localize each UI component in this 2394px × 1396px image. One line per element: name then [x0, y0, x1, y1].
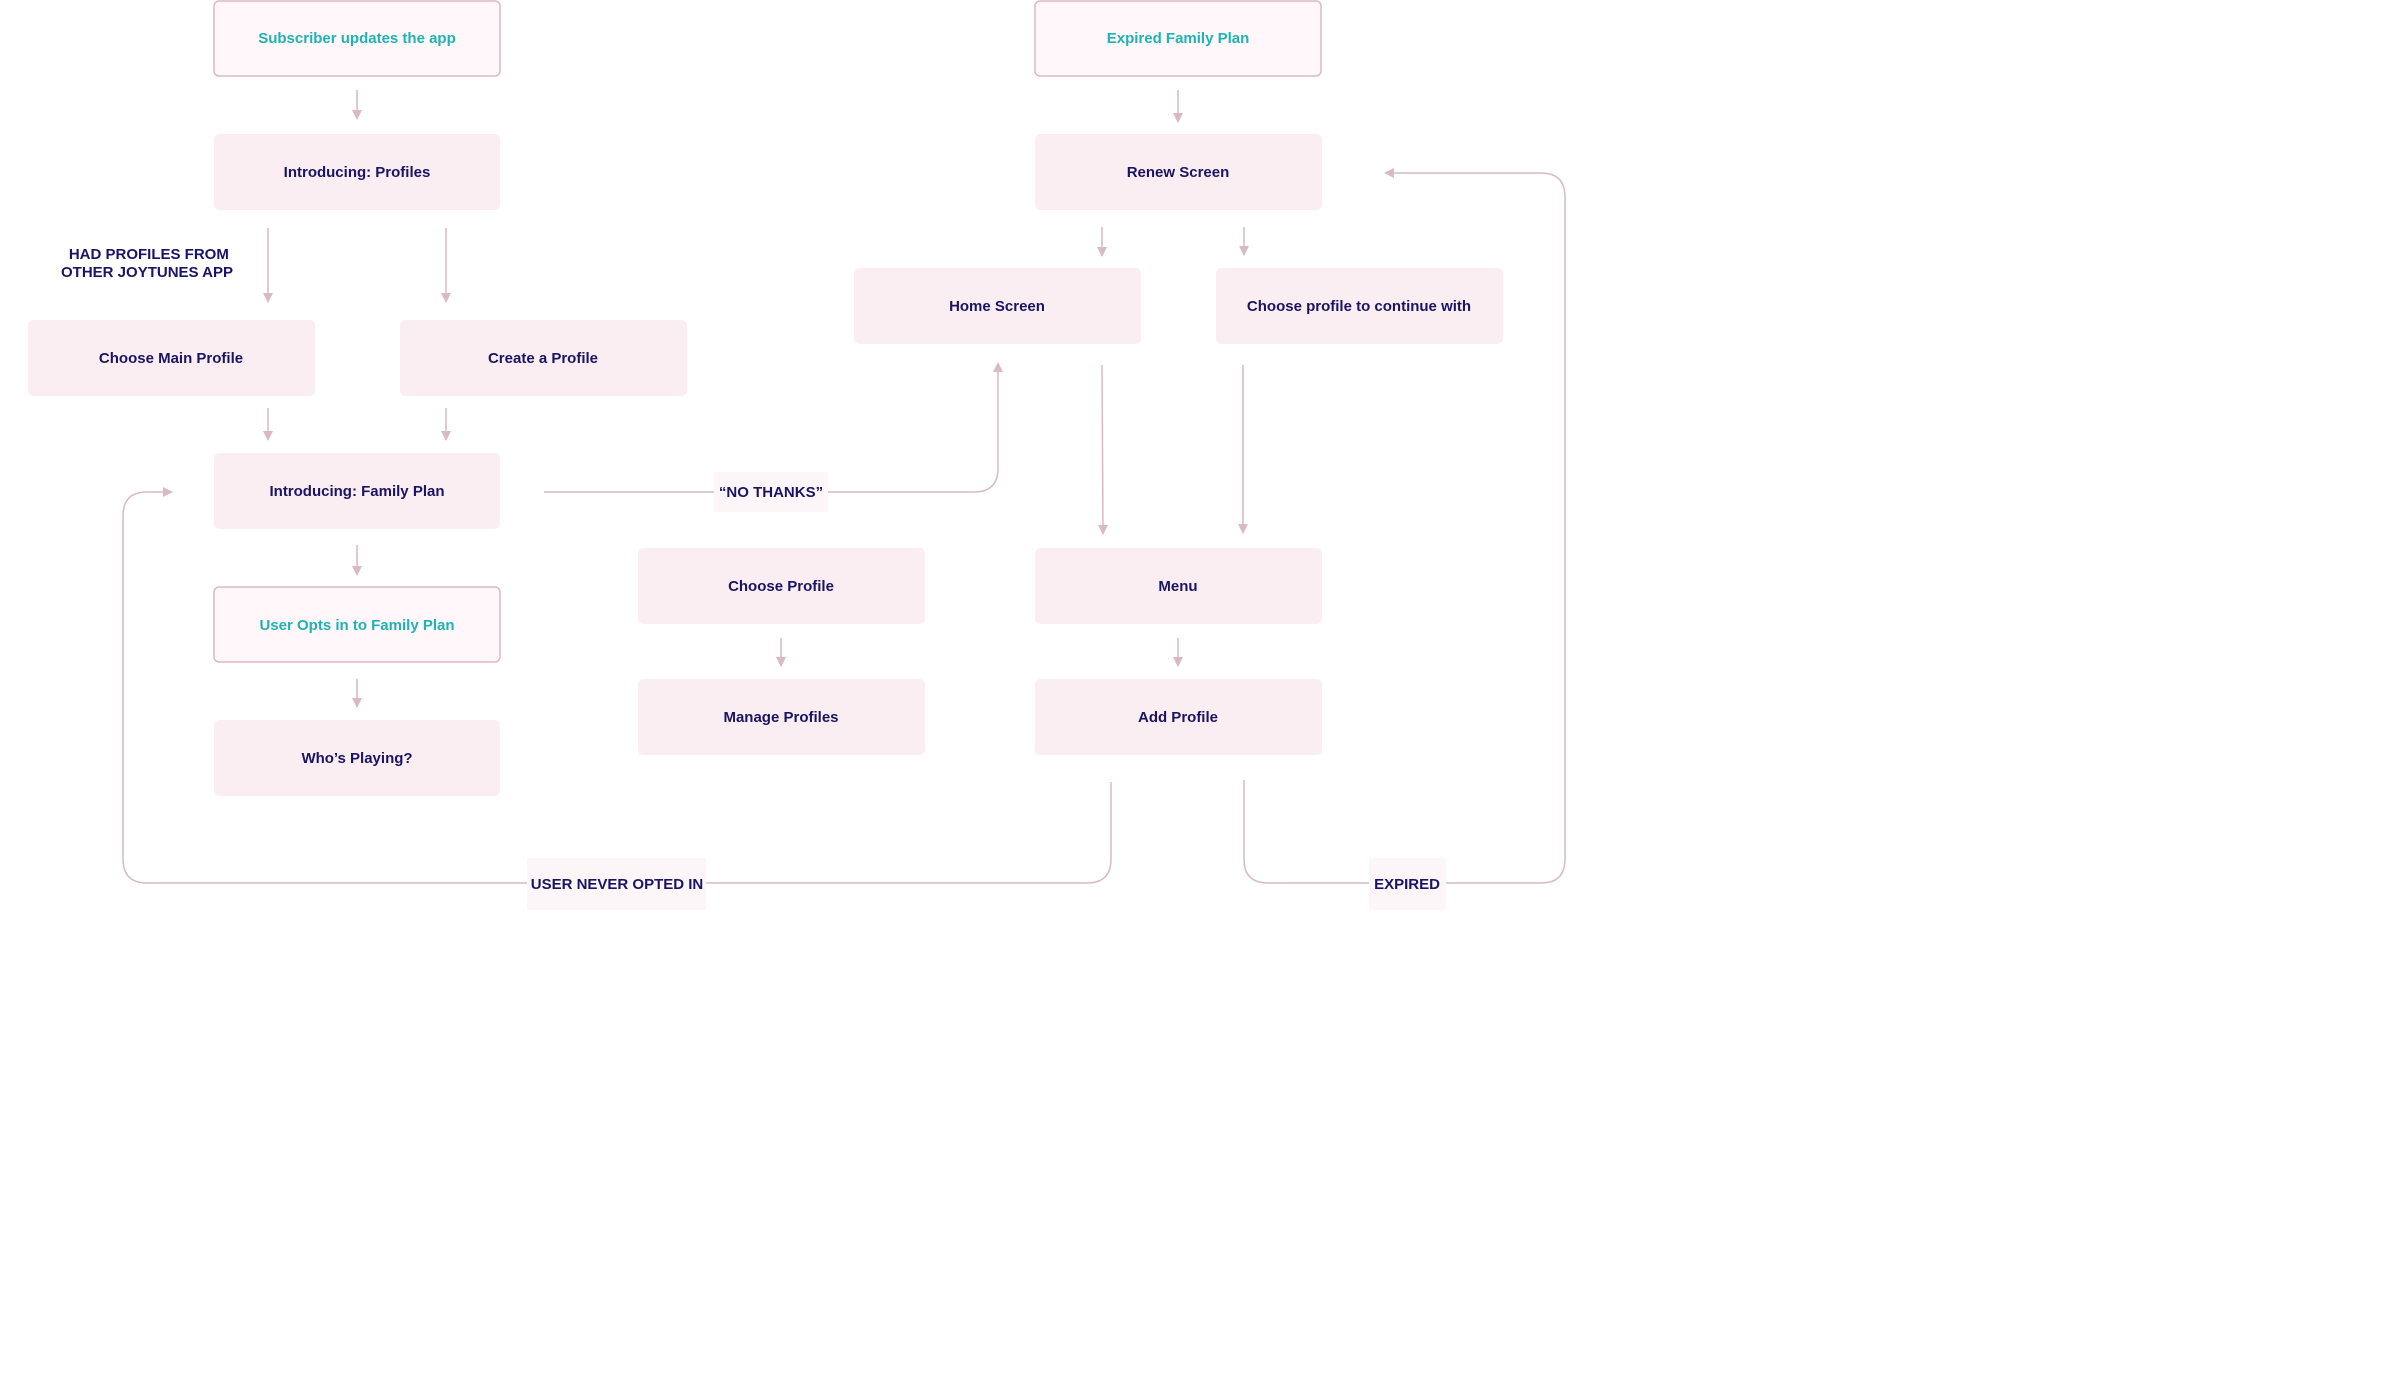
svg-text:Expired Family Plan: Expired Family Plan — [1107, 30, 1250, 47]
svg-text:Home Screen: Home Screen — [949, 298, 1045, 315]
path-user-never-opted-in — [122, 487, 1112, 884]
svg-text:Subscriber updates the app: Subscriber updates the app — [258, 30, 456, 47]
label-no-thanks: “NO THANKS” — [719, 484, 823, 501]
label-bg-user-never-opted-in — [527, 858, 706, 910]
arrow-home-to-menu — [1097, 364, 1108, 535]
svg-text:Menu: Menu — [1158, 578, 1197, 595]
node-expired-family-plan: Expired Family Plan — [1034, 0, 1322, 77]
node-choose-profile: Choose Profile — [638, 548, 925, 624]
nodes: Subscriber updates the app Introducing: … — [28, 0, 1503, 796]
svg-text:Introducing: Profiles: Introducing: Profiles — [284, 164, 431, 181]
connectors — [122, 90, 1566, 884]
node-introducing-profiles: Introducing: Profiles — [214, 134, 500, 210]
node-home-screen: Home Screen — [854, 268, 1141, 344]
node-choose-main-profile: Choose Main Profile — [28, 320, 315, 396]
path-expired-to-renew — [1243, 168, 1566, 884]
node-whos-playing: Who’s Playing? — [214, 720, 500, 796]
node-renew-screen: Renew Screen — [1035, 134, 1322, 210]
label-expired: EXPIRED — [1374, 876, 1440, 893]
svg-text:Who’s Playing?: Who’s Playing? — [301, 750, 412, 767]
profiles-flow-diagram: HAD PROFILES FROM OTHER JOYTUNES APP “NO… — [28, 0, 1566, 910]
label-bg-expired — [1369, 858, 1446, 910]
svg-text:Renew Screen: Renew Screen — [1127, 164, 1230, 181]
svg-text:Add Profile: Add Profile — [1138, 709, 1218, 726]
node-subscriber-updates: Subscriber updates the app — [213, 0, 501, 77]
svg-text:Choose profile to continue wit: Choose profile to continue with — [1247, 298, 1471, 315]
node-introducing-family-plan: Introducing: Family Plan — [214, 453, 500, 529]
node-manage-profiles: Manage Profiles — [638, 679, 925, 755]
svg-text:Create a Profile: Create a Profile — [488, 350, 598, 367]
node-choose-profile-continue: Choose profile to continue with — [1216, 268, 1503, 344]
svg-text:Choose Main Profile: Choose Main Profile — [99, 350, 243, 367]
label-user-never-opted-in: USER NEVER OPTED IN — [531, 876, 704, 893]
label-had-profiles: HAD PROFILES FROM OTHER JOYTUNES APP — [61, 246, 233, 281]
svg-text:Introducing: Family Plan: Introducing: Family Plan — [269, 483, 444, 500]
svg-text:Manage Profiles: Manage Profiles — [723, 709, 838, 726]
node-user-opts-in: User Opts in to Family Plan — [213, 586, 501, 663]
path-no-thanks-to-home — [544, 362, 1003, 493]
label-bg-no-thanks — [714, 472, 828, 512]
node-menu: Menu — [1035, 548, 1322, 624]
svg-text:Choose Profile: Choose Profile — [728, 578, 834, 595]
edge-labels: HAD PROFILES FROM OTHER JOYTUNES APP “NO… — [61, 246, 1446, 910]
node-create-profile: Create a Profile — [400, 320, 687, 396]
svg-text:User Opts in to Family Plan: User Opts in to Family Plan — [259, 617, 454, 634]
node-add-profile: Add Profile — [1035, 679, 1322, 755]
